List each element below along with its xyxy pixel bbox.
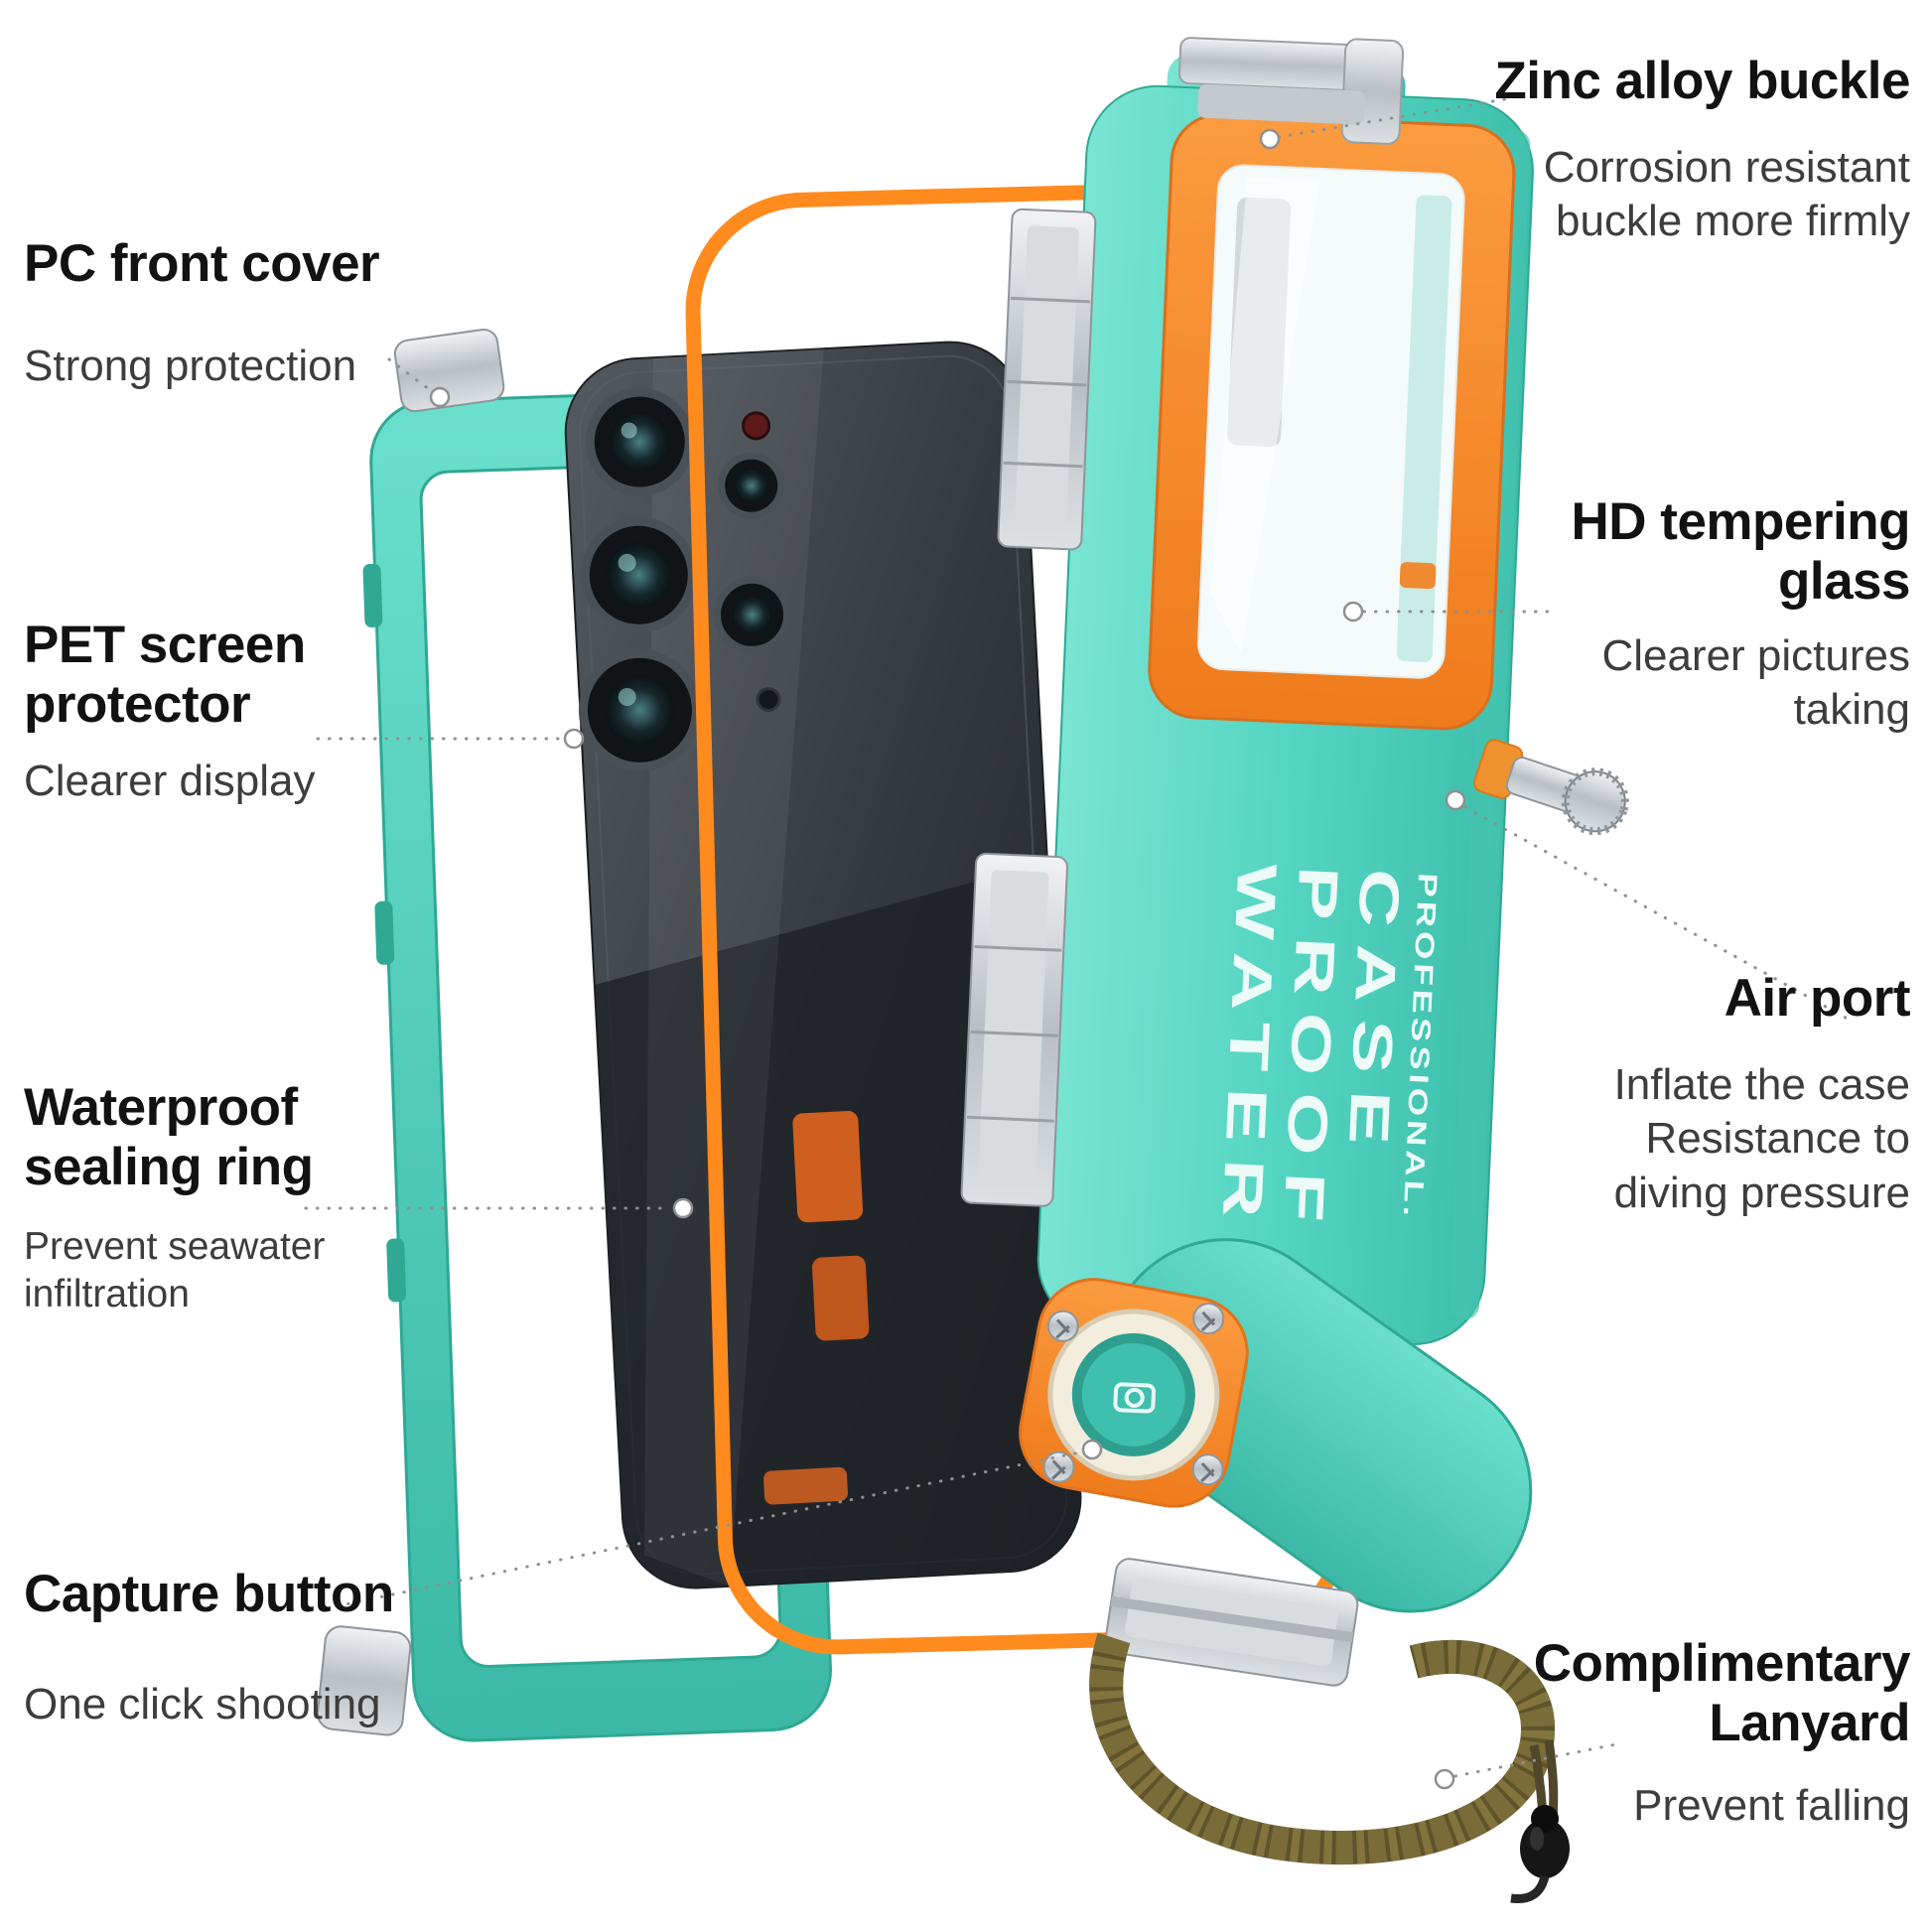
marker-capture-button: [1081, 1439, 1103, 1460]
callout-description: Prevent falling: [1633, 1780, 1910, 1830]
callout-air-port: Air port Inflate the case Resistance to …: [1613, 969, 1911, 1221]
callout-waterproof-sealing-ring: Waterproof sealing ring Prevent seawater…: [24, 1078, 326, 1318]
callout-pc-front-cover: PC front cover Strong protection: [24, 234, 380, 393]
callout-title: PC front cover: [24, 234, 380, 293]
case-body: WATER PROOF CASE PROFESSIONAL.: [960, 37, 1629, 1687]
zinc-buckle: [1177, 37, 1405, 145]
callout-description: Clearer pictures taking: [1601, 630, 1910, 735]
callout-description: One click shooting: [24, 1679, 381, 1728]
callout-title: Capture button: [24, 1565, 394, 1623]
marker-waterproof-sealing-ring: [672, 1197, 694, 1219]
leader-pc-front-cover: [387, 357, 435, 394]
callout-description: Strong protection: [24, 341, 357, 390]
leader-lines: [304, 96, 1857, 1778]
marker-pc-front-cover: [429, 386, 451, 408]
bottom-buckle: [1104, 1558, 1359, 1687]
marker-hd-tempering-glass: [1342, 601, 1364, 622]
phone-internal-part: [792, 1110, 864, 1223]
window: [1148, 112, 1516, 731]
phone: [564, 341, 1082, 1589]
cord-lock-bead: [1510, 1805, 1570, 1904]
camera-sensor: [756, 687, 781, 713]
marker-zinc-alloy-buckle: [1259, 128, 1281, 150]
screw-slots: [1051, 1311, 1216, 1483]
frame-tab: [386, 1238, 407, 1303]
callout-title: Waterproof sealing ring: [24, 1078, 314, 1196]
callout-title: Zinc alloy buckle: [1494, 52, 1910, 110]
callout-description: Corrosion resistant buckle more firmly: [1543, 142, 1910, 246]
callout-description: Inflate the case Resistance to diving pr…: [1613, 1059, 1910, 1217]
capture-button-assembly: [1019, 1278, 1249, 1508]
leader-complimentary-lanyard: [1453, 1742, 1618, 1778]
camera-flash: [742, 411, 771, 441]
callout-description: Clearer display: [24, 756, 316, 805]
marker-complimentary-lanyard: [1434, 1768, 1455, 1790]
case-print-text: WATER PROOF CASE PROFESSIONAL.: [1210, 862, 1443, 1240]
frame-latch-top: [393, 328, 505, 413]
callout-zinc-alloy-buckle: Zinc alloy buckle Corrosion resistant bu…: [1494, 52, 1910, 249]
callout-title: HD tempering glass: [1571, 492, 1911, 611]
frame-latch-bottom: [316, 1625, 412, 1736]
callout-title: Air port: [1724, 969, 1911, 1028]
callout-title: Complimentary Lanyard: [1533, 1634, 1911, 1752]
hinge-bottom: [960, 852, 1068, 1207]
frame-tab: [374, 900, 395, 965]
frame-tab: [362, 563, 383, 627]
marker-air-port: [1445, 789, 1466, 811]
callout-title: PET screen protector: [24, 616, 306, 734]
callout-pet-screen-protector: PET screen protector Clearer display: [24, 616, 315, 808]
lanyard: [1089, 1632, 1570, 1904]
callout-capture-button: Capture button One click shooting: [24, 1565, 394, 1731]
marker-pet-screen-protector: [563, 728, 585, 750]
case-print-word: CASE: [1336, 868, 1411, 1164]
air-valve: [1472, 739, 1629, 836]
phone-internal-part: [763, 1466, 848, 1505]
callout-complimentary-lanyard: Complimentary Lanyard Prevent falling: [1533, 1634, 1911, 1833]
callout-description: Prevent seawater infiltration: [24, 1224, 326, 1316]
hinge-top: [997, 207, 1097, 551]
callout-hd-tempering-glass: HD tempering glass Clearer pictures taki…: [1571, 492, 1911, 738]
phone-internal-part: [812, 1255, 870, 1341]
callout-markers: [429, 128, 1466, 1790]
leader-capture-button: [324, 1449, 1086, 1610]
